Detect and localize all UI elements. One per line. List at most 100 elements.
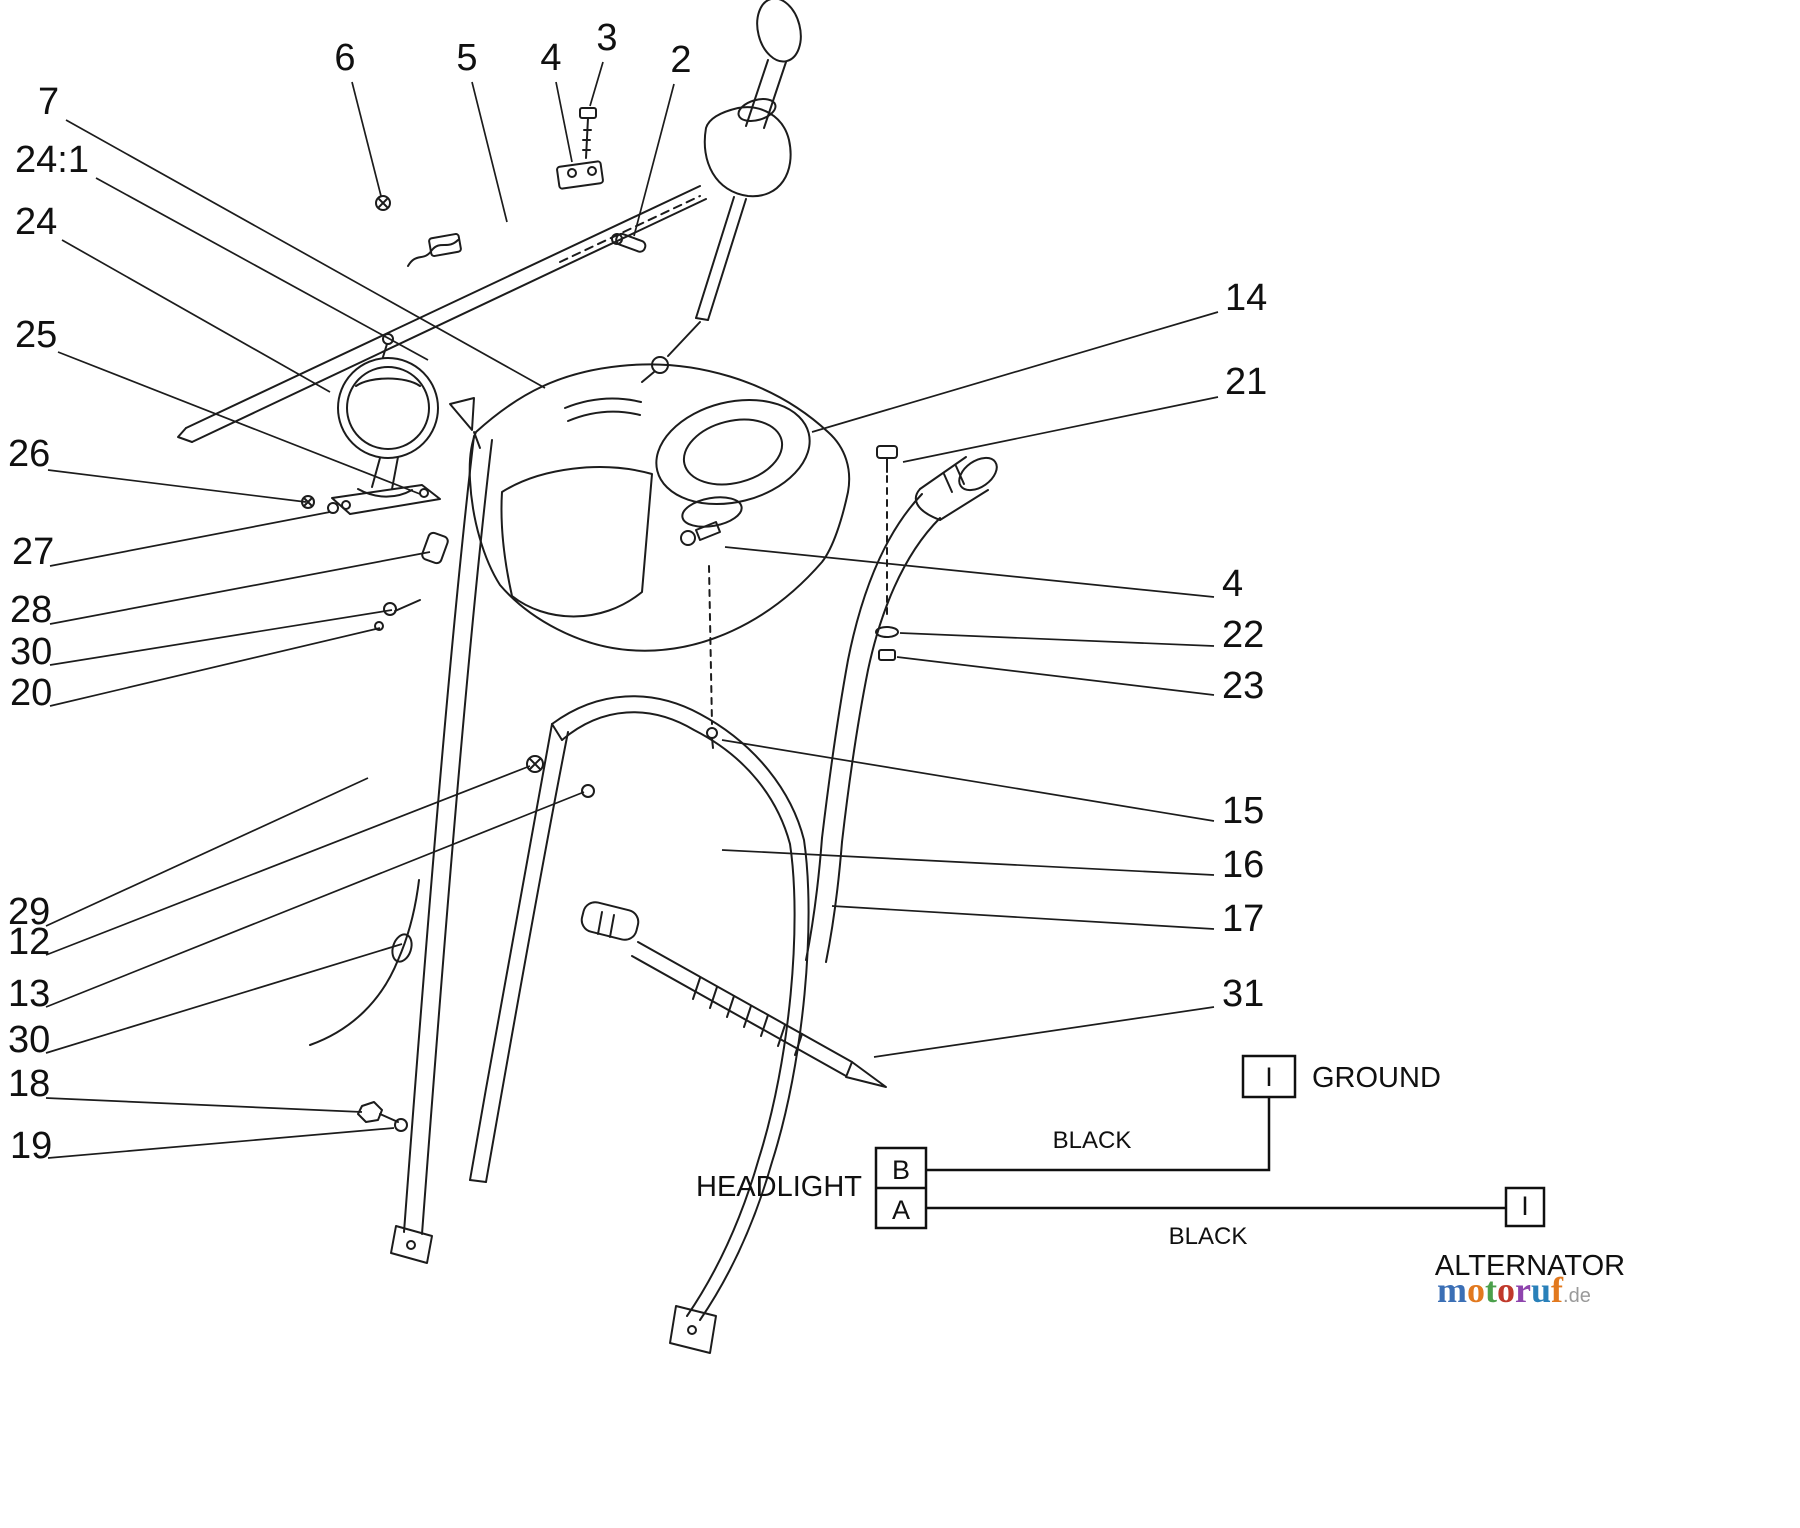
leader-line: [724, 546, 1215, 598]
headlight-bracket: [301, 484, 441, 515]
callout-30: 30: [8, 943, 403, 1061]
bolt-18-19: [357, 1101, 408, 1132]
leader-line: [721, 739, 1215, 822]
chute-control-rod: [580, 901, 887, 1088]
leader-line: [896, 656, 1215, 696]
part-number: 30: [10, 631, 52, 673]
leader-line: [351, 81, 382, 197]
bolt-3: [579, 107, 597, 159]
callout-5: 5: [456, 37, 508, 223]
part-number: 23: [1222, 665, 1264, 707]
callout-29: 29: [8, 777, 369, 933]
part-number: 14: [1225, 277, 1267, 319]
screw-6: [375, 195, 391, 211]
leader-line: [49, 511, 331, 567]
part-number: 2: [670, 39, 691, 81]
leader-line: [49, 627, 381, 707]
callout-15: 15: [721, 739, 1264, 832]
callout-18: 18: [8, 1063, 363, 1113]
leader-line: [555, 81, 573, 163]
callout-26: 26: [8, 433, 307, 503]
left-handle-tube: [374, 435, 493, 1264]
part-number: 24: [15, 201, 57, 243]
part-number: 21: [1225, 361, 1267, 403]
leader-line: [902, 396, 1219, 463]
callout-2: 2: [633, 39, 692, 237]
part-number: 19: [10, 1125, 52, 1167]
clip-bracket: [407, 233, 462, 267]
callout-27: 27: [12, 511, 331, 573]
alternator-terminal-letter: I: [1521, 1191, 1529, 1221]
part-number: 3: [596, 17, 617, 59]
ground-label: GROUND: [1312, 1062, 1441, 1094]
part-number: 24:1: [15, 139, 89, 181]
part-number: 28: [10, 589, 52, 631]
screw-15: [706, 565, 718, 749]
leader-line: [45, 765, 531, 956]
wire-bottom-label: BLACK: [1169, 1223, 1248, 1250]
part-number: 15: [1222, 790, 1264, 832]
callout-7: 7: [38, 81, 546, 389]
headlight-label: HEADLIGHT: [696, 1171, 862, 1203]
callout-17: 17: [831, 898, 1264, 940]
part-number: 29: [8, 891, 50, 933]
handle-assembly-illustration: [177, 0, 998, 1354]
leader-line: [57, 351, 421, 495]
callout-24: 24: [15, 201, 331, 393]
leader-line: [49, 609, 393, 666]
callout-31: 31: [873, 973, 1264, 1058]
callout-25: 25: [15, 314, 421, 495]
callout-30: 30: [10, 609, 393, 673]
part-number: 4: [1222, 563, 1243, 605]
shift-lever: [641, 0, 802, 383]
leader-line: [873, 1006, 1215, 1058]
callout-12: 12: [8, 765, 531, 963]
wire-top-label: BLACK: [1053, 1127, 1132, 1154]
callout-21: 21: [902, 361, 1267, 463]
part-number: 4: [540, 37, 561, 79]
part-number: 31: [1222, 973, 1264, 1015]
terminal-a-letter: A: [892, 1195, 910, 1225]
part-number: 17: [1222, 898, 1264, 940]
watermark-motoruf: motoruf.de: [1437, 1270, 1591, 1310]
leader-line: [45, 943, 403, 1054]
pin-2: [611, 232, 647, 253]
callout-14: 14: [811, 277, 1267, 433]
leader-line: [65, 119, 546, 389]
callout-3: 3: [589, 17, 618, 107]
callout-24:1: 24:1: [15, 139, 429, 361]
fuel-cap-ring: [655, 398, 811, 506]
callout-4: 4: [724, 546, 1243, 605]
carriage-bolt-21: [875, 445, 899, 661]
callout-16: 16: [721, 844, 1264, 886]
part-number: 26: [8, 433, 50, 475]
wiring-diagram: I GROUND B A HEADLIGHT BLACK I BLACK ALT…: [696, 1054, 1625, 1282]
leader-line: [721, 849, 1215, 876]
ground-terminal-box: [1241, 1054, 1297, 1099]
alternator-terminal-box: [1504, 1186, 1546, 1228]
leader-line: [47, 469, 307, 503]
callout-23: 23: [896, 656, 1264, 707]
right-handle-tube: [805, 493, 941, 963]
leader-line: [831, 905, 1215, 930]
loop-handle: [309, 695, 810, 1354]
leader-line: [49, 551, 431, 625]
part-number: 6: [334, 37, 355, 79]
bracket-4-top: [556, 160, 604, 190]
leader-line: [95, 177, 429, 361]
upper-frame-rod: [177, 185, 707, 443]
part-number: 18: [8, 1063, 50, 1105]
part-number: 7: [38, 81, 59, 123]
part-number: 22: [1222, 614, 1264, 656]
part-number: 13: [8, 973, 50, 1015]
callout-13: 13: [8, 791, 585, 1015]
part-number: 16: [1222, 844, 1264, 886]
leader-line: [471, 81, 508, 223]
headlight: [337, 333, 439, 498]
ground-wire: [926, 1097, 1271, 1172]
ground-terminal-letter: I: [1265, 1062, 1273, 1092]
leader-line: [589, 61, 604, 107]
